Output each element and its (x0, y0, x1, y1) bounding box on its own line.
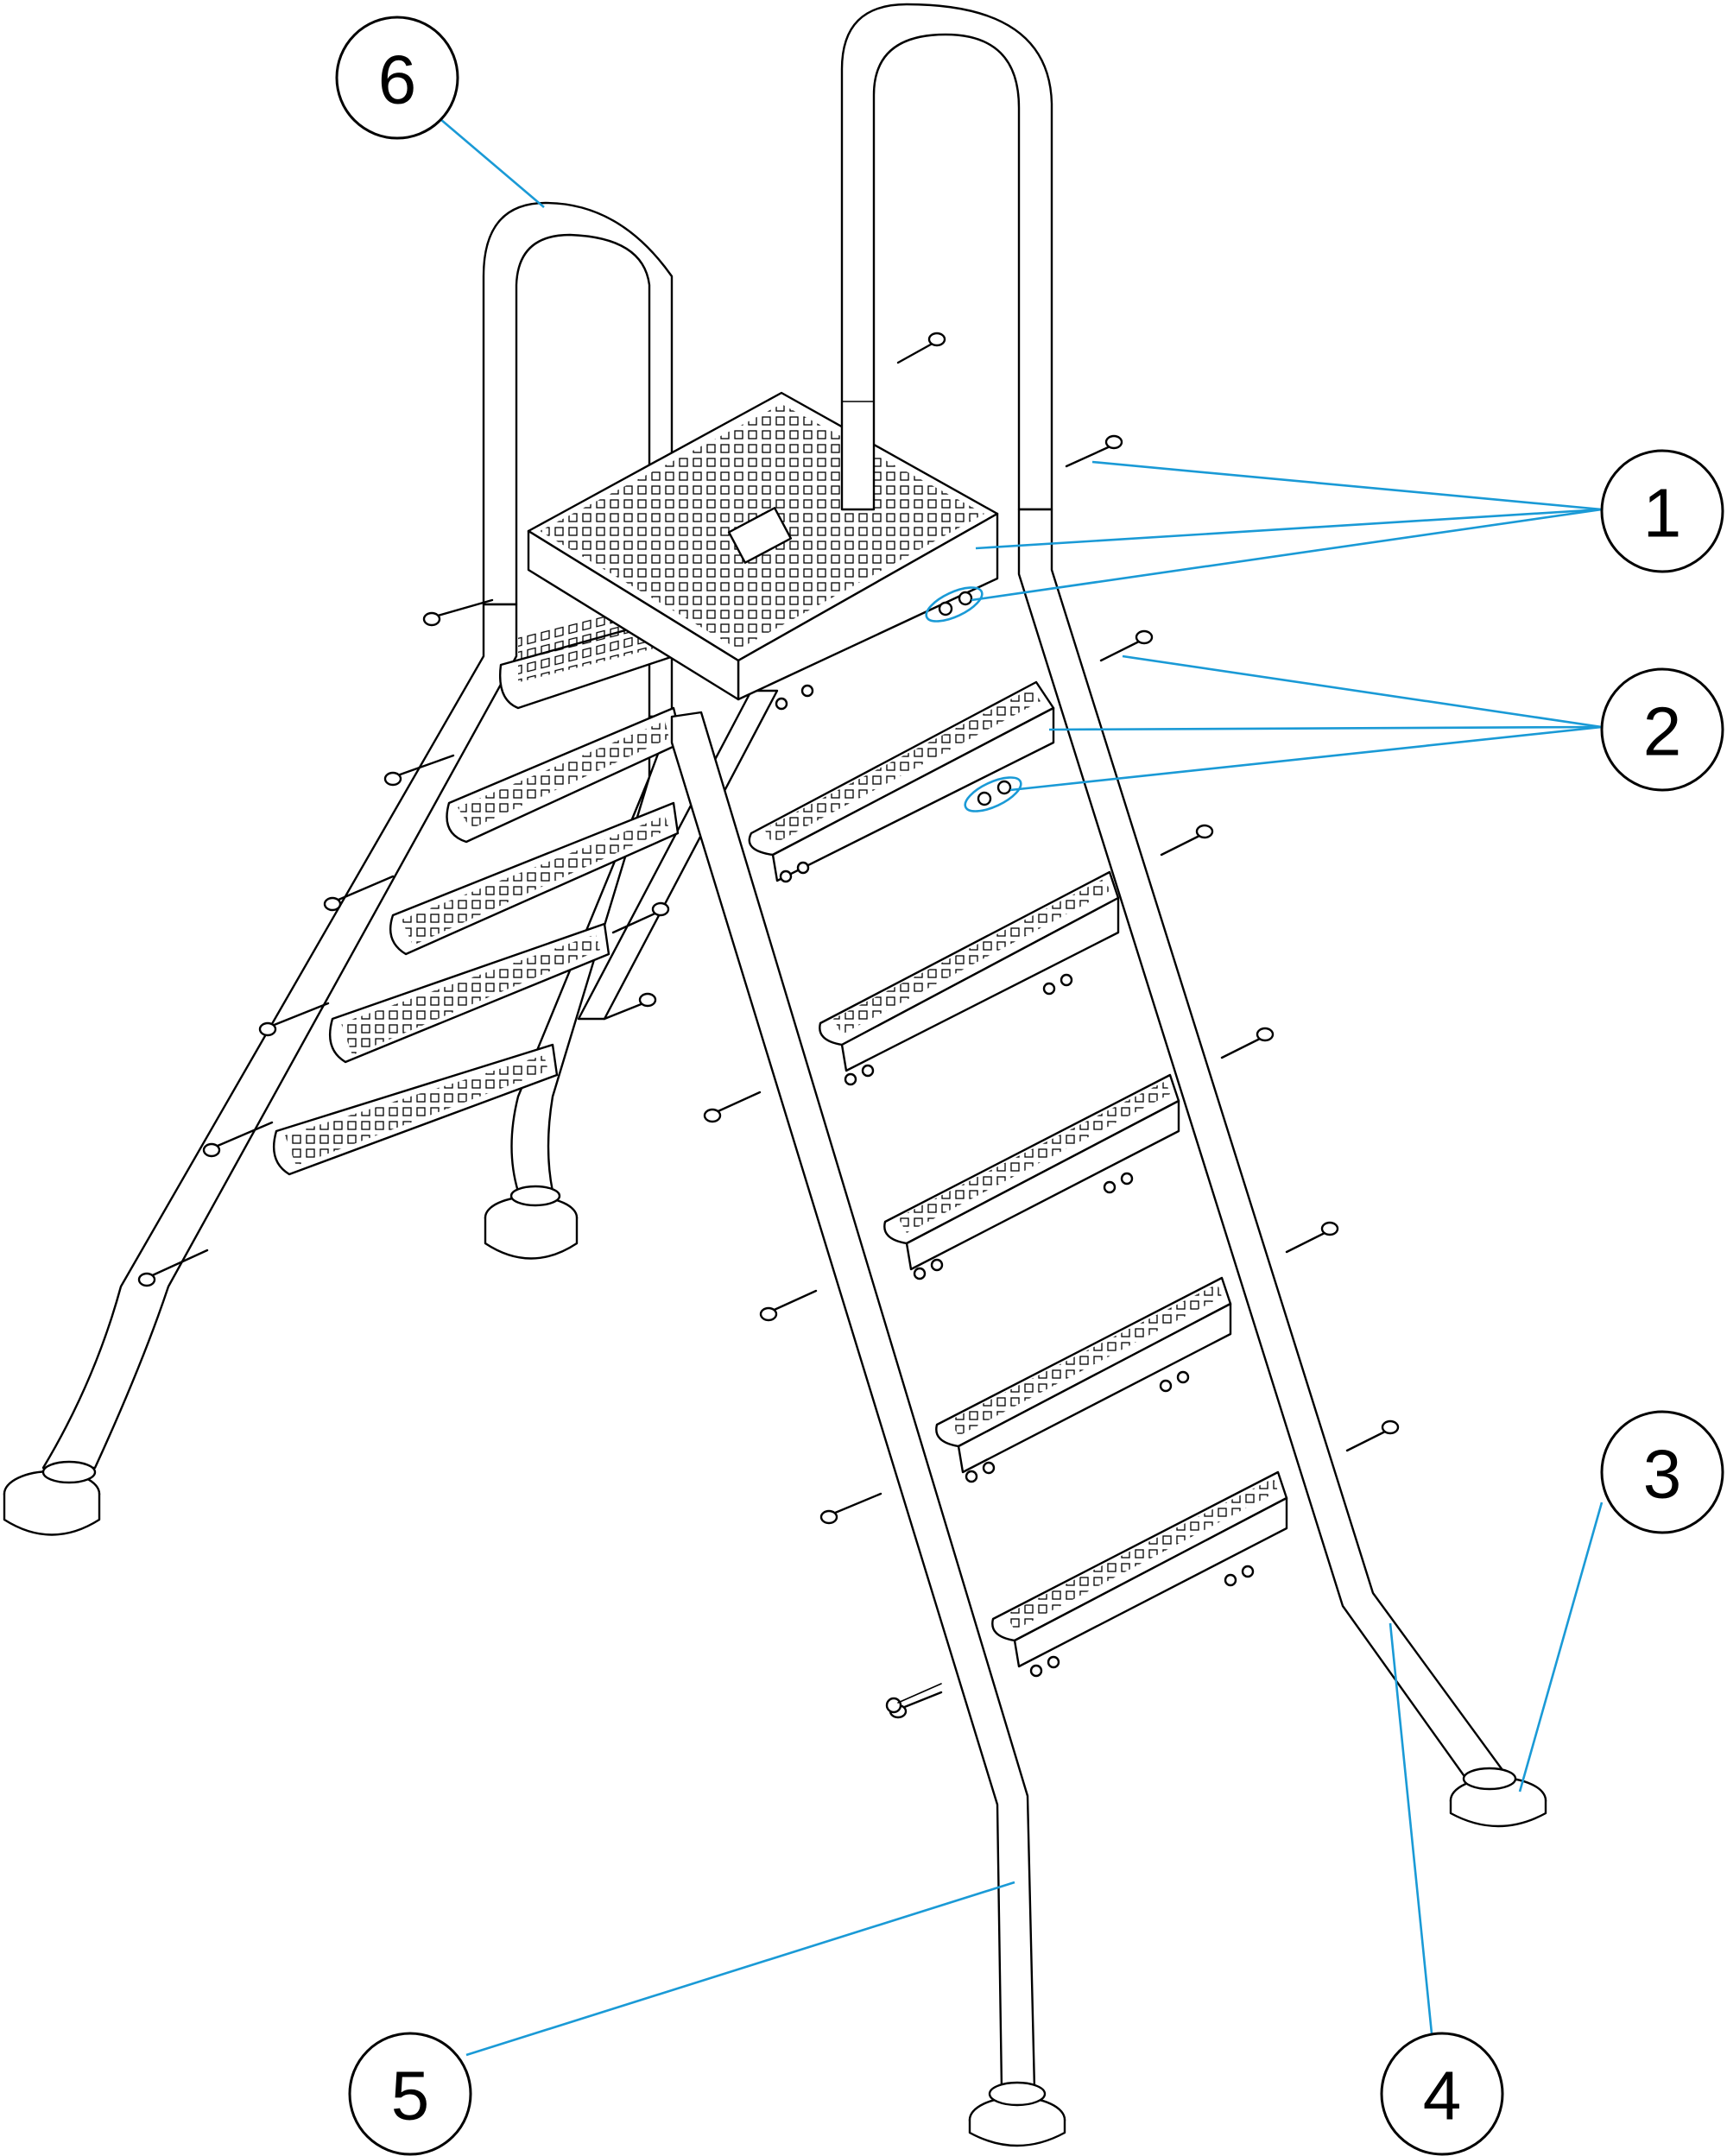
callout-1-label: 1 (1643, 475, 1682, 552)
callout-4: 4 (1380, 2032, 1504, 2156)
left-side-bolts (137, 598, 670, 1287)
right-handrail (670, 3, 1504, 2091)
callout-1: 1 (1600, 449, 1724, 573)
back-treads (272, 600, 684, 1176)
right-side-bolts (703, 332, 1400, 1719)
callout-6: 6 (335, 16, 459, 140)
right-foot-pad (1449, 1767, 1547, 1828)
left-foot-pad (3, 1460, 101, 1536)
callout-5: 5 (348, 2032, 472, 2156)
callout-3-label: 3 (1643, 1436, 1682, 1513)
middle-back-foot-pad (484, 1185, 579, 1260)
callout-2-label: 2 (1643, 693, 1682, 770)
callout-2: 2 (1600, 667, 1724, 792)
front-treads (748, 680, 1288, 1668)
callout-4-label: 4 (1423, 2058, 1462, 2134)
callout-6-label: 6 (378, 41, 417, 118)
callout-5-label: 5 (391, 2058, 430, 2134)
front-foot-pad (968, 2081, 1066, 2147)
leader-lines (440, 118, 1604, 2057)
callout-3: 3 (1600, 1410, 1724, 1534)
